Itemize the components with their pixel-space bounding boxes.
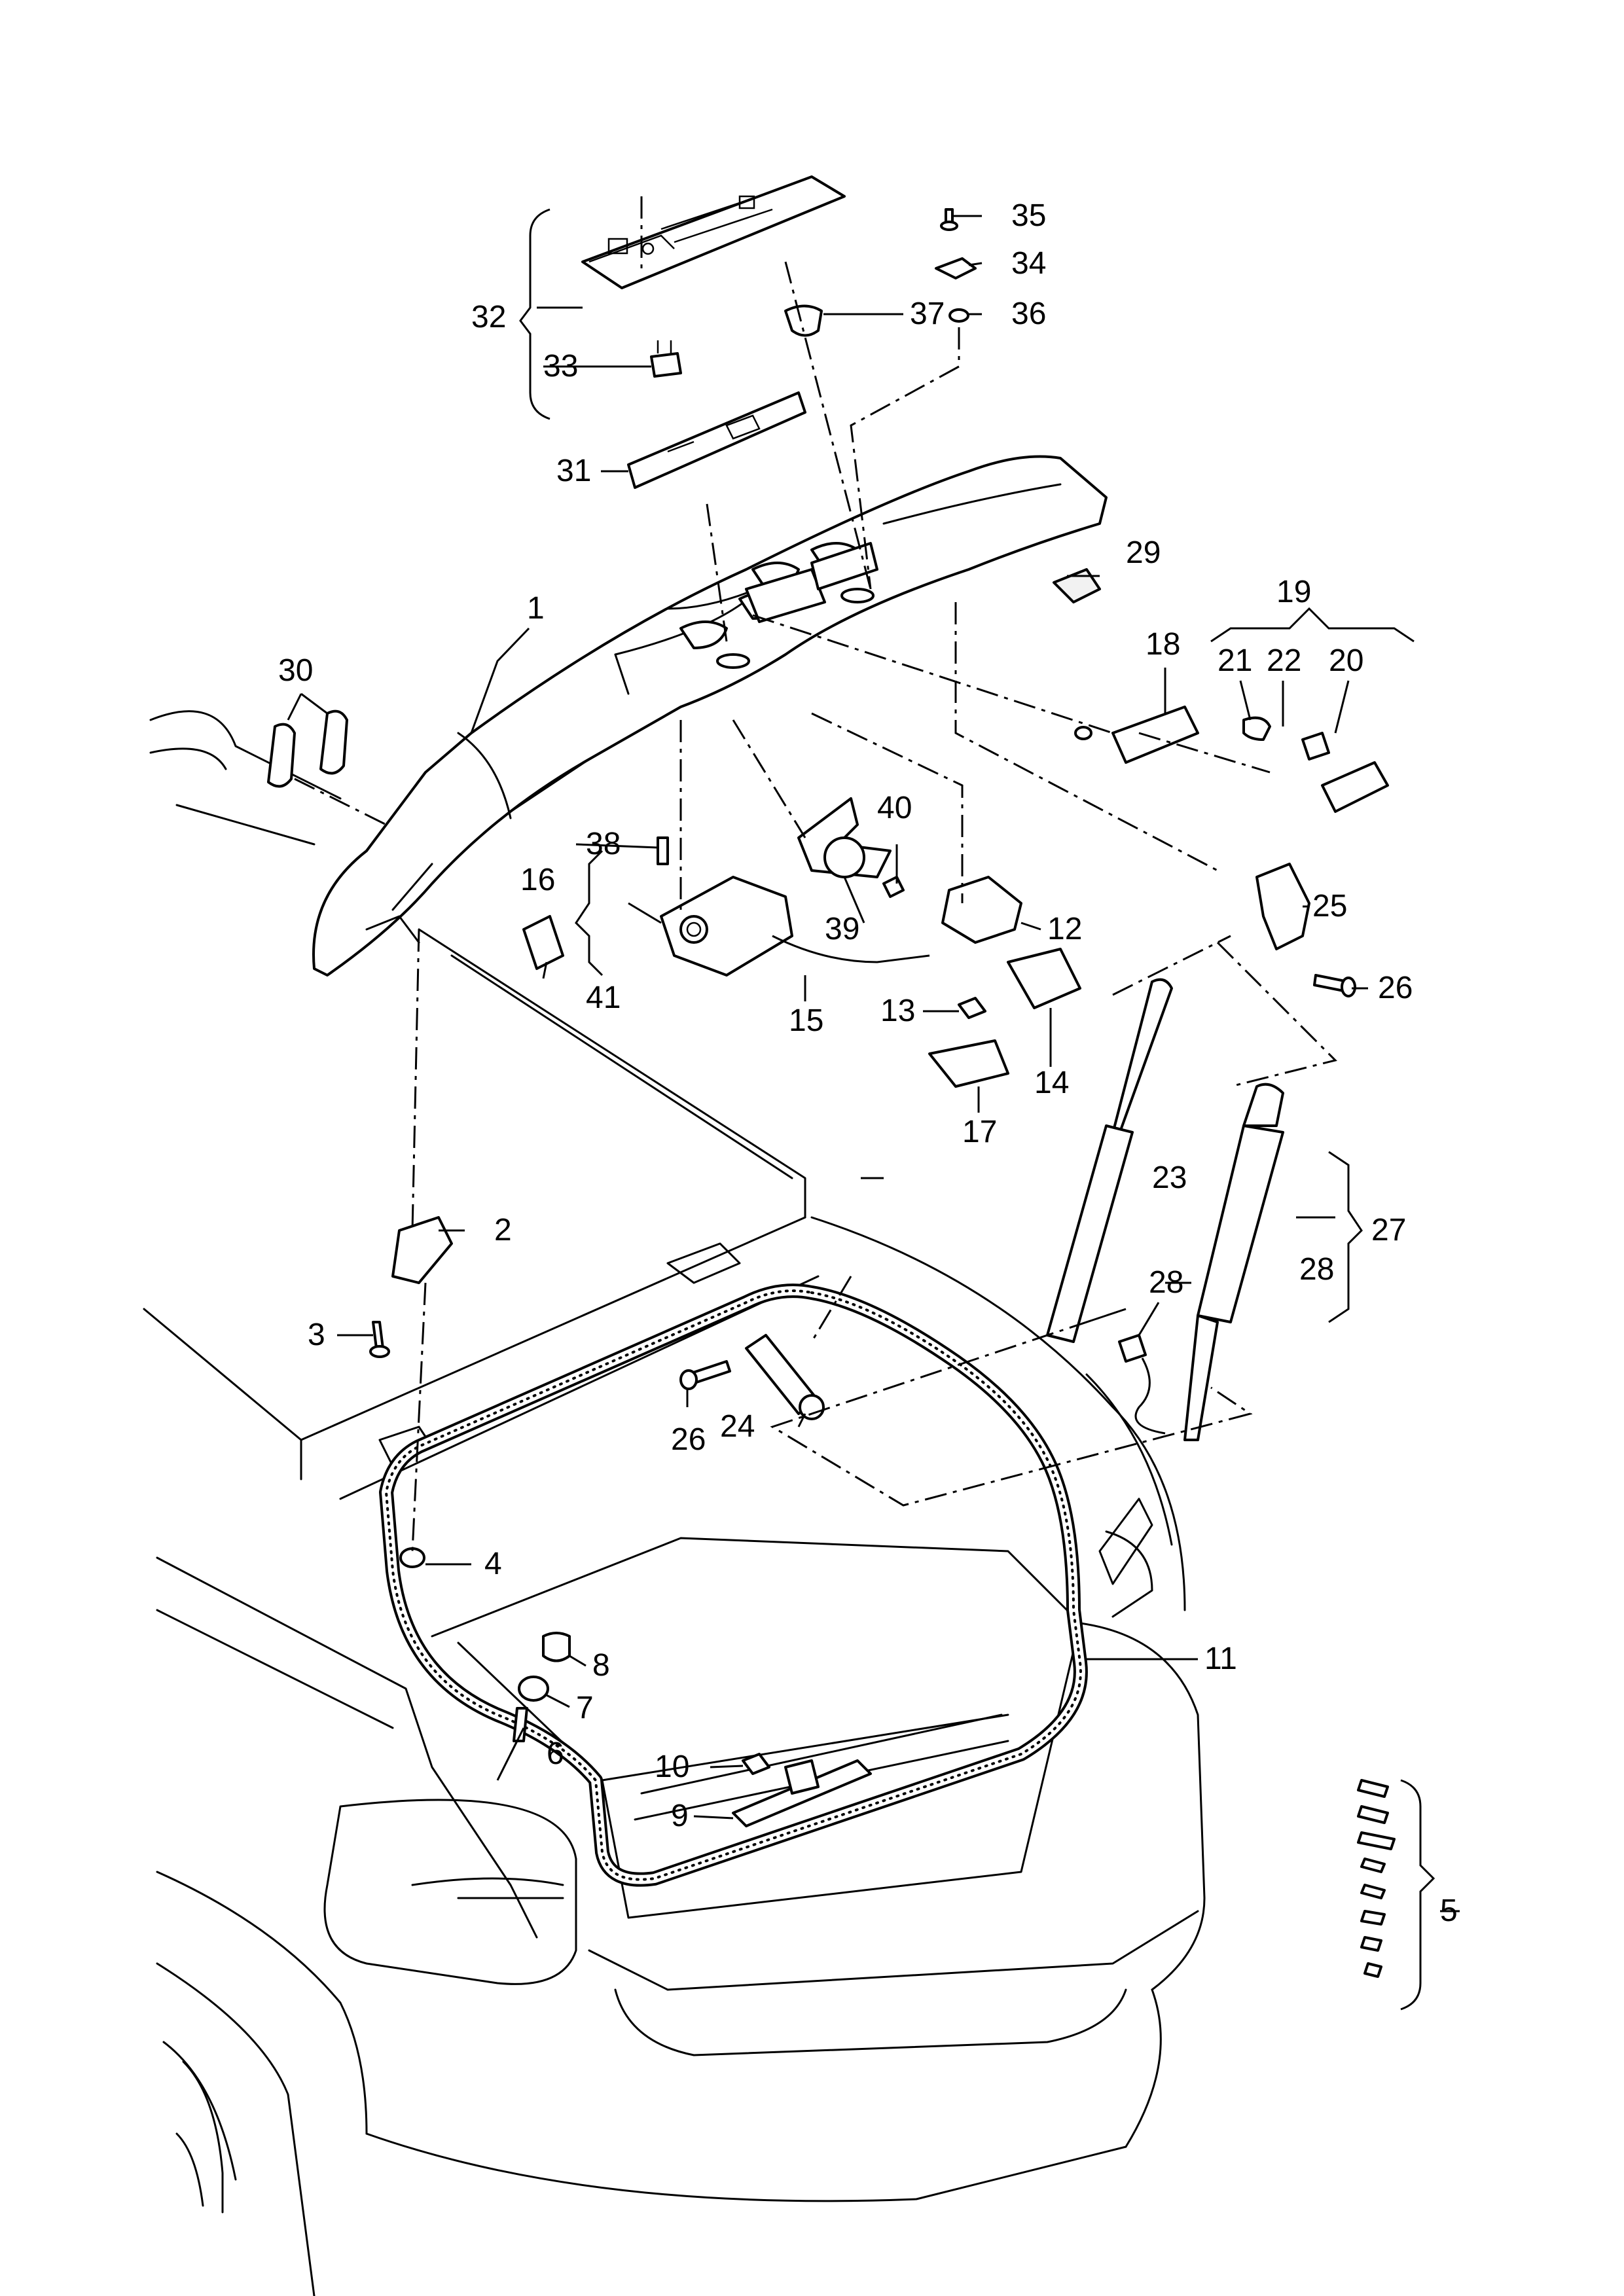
- callout-34: 34: [1011, 246, 1046, 281]
- callout-29: 29: [1126, 535, 1161, 570]
- callout-17: 17: [962, 1115, 997, 1149]
- gas-strut-23: [1046, 978, 1173, 1343]
- callout-9: 9: [671, 1799, 689, 1833]
- cable-15: [772, 935, 930, 963]
- callout-39: 39: [825, 912, 859, 946]
- assembly-lines: [294, 196, 1337, 1552]
- car-body-outline: [143, 710, 1206, 2296]
- callout-38: 38: [586, 827, 621, 861]
- callout-28-strut: 28: [1299, 1252, 1334, 1287]
- callout-27: 27: [1371, 1213, 1406, 1247]
- license-light: [1074, 706, 1199, 764]
- callout-6: 6: [547, 1736, 564, 1771]
- rubber-bumpers: [267, 709, 348, 788]
- sensor-38: [657, 836, 669, 865]
- license-plate-holder: [581, 175, 846, 289]
- bracket-39: [797, 797, 892, 878]
- callout-12: 12: [1047, 912, 1082, 946]
- callout-37: 37: [910, 296, 945, 331]
- callout-7: 7: [576, 1691, 594, 1725]
- callout-31: 31: [556, 454, 591, 488]
- bolt-3: [369, 1321, 390, 1358]
- callout-19: 19: [1276, 575, 1311, 609]
- callout-18: 18: [1146, 627, 1180, 662]
- cap-8: [542, 1632, 571, 1662]
- callout-28-wiring: 28: [1149, 1265, 1183, 1300]
- callout-5: 5: [1440, 1893, 1458, 1928]
- pin-6: [496, 1707, 528, 1781]
- callout-23: 23: [1152, 1160, 1187, 1195]
- leader-lines: [287, 215, 1460, 1912]
- callout-3: 3: [308, 1318, 325, 1352]
- callout-25: 25: [1312, 889, 1347, 924]
- callout-24: 24: [720, 1409, 755, 1444]
- grommet-7: [518, 1676, 549, 1702]
- callout-36: 36: [1011, 296, 1046, 331]
- bolt-26-lower: [679, 1360, 731, 1390]
- lock-12: [941, 876, 1022, 944]
- striker-9: [732, 1759, 872, 1827]
- striker-14: [1007, 948, 1081, 1009]
- hinge-2: [391, 1216, 453, 1284]
- bracket-25: [1255, 863, 1310, 950]
- callout-26-lower: 26: [671, 1422, 706, 1457]
- callout-40: 40: [877, 791, 912, 825]
- braces: [519, 208, 1435, 2011]
- gas-strut-27: [1183, 1083, 1284, 1441]
- bracket-34: [935, 257, 977, 279]
- callout-2: 2: [494, 1213, 512, 1247]
- motor-assembly: [660, 876, 793, 977]
- callout-35: 35: [1011, 198, 1046, 233]
- callout-1: 1: [527, 591, 545, 626]
- callout-15: 15: [789, 1003, 823, 1038]
- callout-32: 32: [471, 300, 506, 334]
- callout-20: 20: [1329, 643, 1363, 678]
- plate-clip: [650, 340, 682, 378]
- nut-10: [742, 1753, 770, 1775]
- bolt-26-upper: [1313, 974, 1356, 997]
- bracket-17: [928, 1039, 1009, 1088]
- trim-cap: [784, 304, 823, 337]
- callout-33: 33: [543, 349, 578, 384]
- callout-21: 21: [1218, 643, 1252, 678]
- tailgate-panel: [312, 455, 1108, 977]
- tailgate-seal: [379, 1283, 1088, 1887]
- bolt-35: [940, 208, 958, 231]
- callout-11: 11: [1204, 1641, 1237, 1676]
- callout-8: 8: [592, 1648, 610, 1683]
- clip-40: [882, 876, 905, 898]
- warning-label: [627, 391, 806, 489]
- callout-13: 13: [880, 994, 915, 1028]
- fastener-set-5: [1357, 1779, 1396, 1978]
- wiring-28: [1118, 1334, 1166, 1435]
- callout-22: 22: [1267, 643, 1301, 678]
- callout-16: 16: [520, 863, 555, 897]
- callout-10: 10: [655, 1749, 689, 1784]
- nut-13: [958, 997, 986, 1019]
- bracket-41: [522, 915, 564, 970]
- callouts: 1 2 3 4 5 6 7 8 9 10 11 12 13 14 15 16 1…: [278, 198, 1458, 1928]
- callout-26-upper: 26: [1378, 971, 1413, 1005]
- callout-4: 4: [484, 1547, 502, 1581]
- cover-29: [1053, 568, 1101, 603]
- callout-30: 30: [278, 653, 313, 688]
- switch-assembly: [1242, 716, 1389, 813]
- nut-4: [399, 1547, 425, 1568]
- strap-24: [745, 1334, 825, 1420]
- washer-36: [948, 308, 969, 323]
- callout-41: 41: [586, 980, 621, 1015]
- callout-14: 14: [1034, 1066, 1069, 1100]
